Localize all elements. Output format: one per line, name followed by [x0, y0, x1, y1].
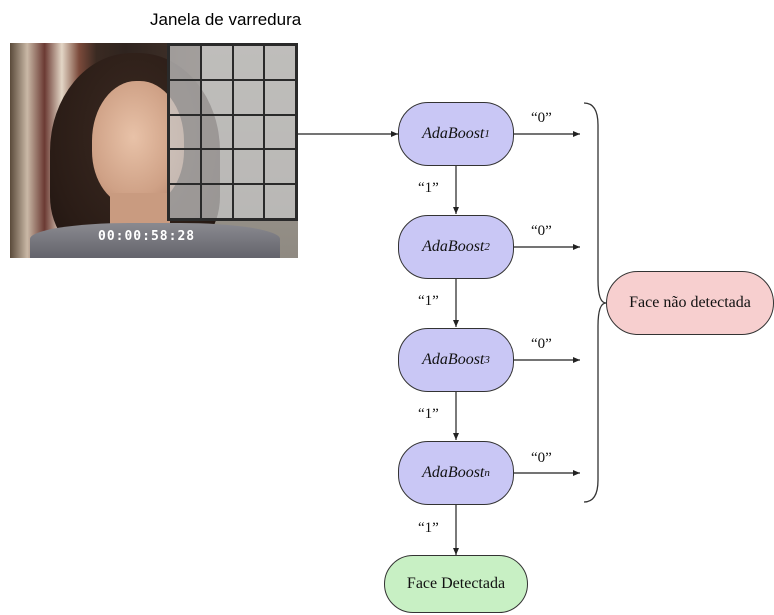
grid-cell	[200, 149, 233, 185]
stage-name: AdaBoost	[422, 464, 485, 481]
stage-subscript: n	[484, 467, 490, 479]
face-not-detected-node: Face não detectada	[606, 271, 774, 335]
stage-name: AdaBoost	[422, 125, 485, 142]
grid-cell	[169, 184, 201, 219]
stage-subscript: 1	[484, 128, 490, 140]
grid-cell	[200, 45, 233, 80]
grid-cell	[200, 184, 233, 219]
stage-subscript: 2	[484, 241, 490, 253]
grid-cell	[232, 114, 265, 150]
grid-cell	[232, 79, 265, 115]
video-timestamp: 00:00:58:28	[98, 229, 196, 244]
grid-cell	[200, 79, 233, 115]
shirt-shape	[30, 223, 280, 258]
grid-cell	[169, 114, 201, 150]
grid-cell	[169, 149, 201, 185]
stage-name: AdaBoost	[422, 351, 485, 368]
face-detected-node: Face Detectada	[384, 555, 528, 613]
accept-label: “1”	[418, 293, 439, 309]
reject-label: “0”	[531, 336, 552, 352]
grid-cell	[232, 45, 265, 80]
grid-cell	[264, 149, 296, 185]
scan-window-grid	[167, 43, 298, 221]
reject-brace	[583, 102, 607, 503]
grid-cell	[169, 45, 201, 80]
reject-label: “0”	[531, 450, 552, 466]
grid-cell	[200, 114, 233, 150]
grid-cell	[264, 184, 296, 219]
reject-label: “0”	[531, 110, 552, 126]
reject-label: “0”	[531, 223, 552, 239]
grid-cell	[264, 45, 296, 80]
accept-label: “1”	[418, 406, 439, 422]
scan-window-caption: Janela de varredura	[150, 10, 302, 29]
accept-label: “1”	[418, 520, 439, 536]
stage-subscript: 3	[484, 354, 490, 366]
grid-cell	[169, 79, 201, 115]
grid-cell	[264, 114, 296, 150]
stage-name: AdaBoost	[422, 238, 485, 255]
accept-label: “1”	[418, 180, 439, 196]
grid-cell	[232, 184, 265, 219]
grid-cell	[264, 79, 296, 115]
grid-cell	[232, 149, 265, 185]
